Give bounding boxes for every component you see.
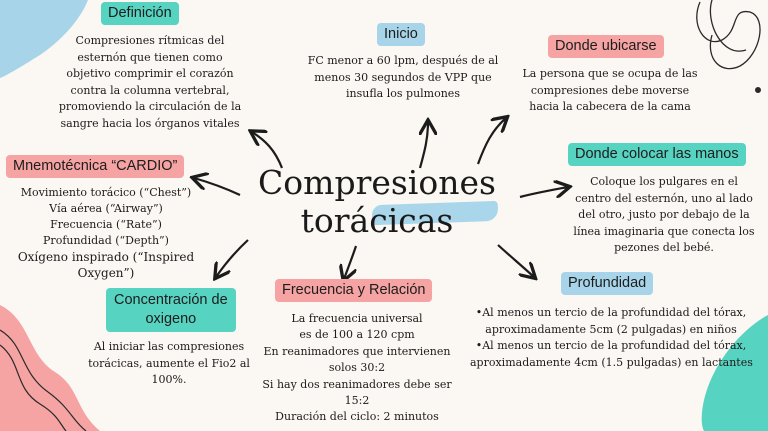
teal-blob-bottom-right [701, 315, 768, 431]
arrow-to-donde-manos [519, 187, 568, 197]
list-item: •Al menos un tercio de la profundidad de… [475, 339, 747, 353]
list-item: La frecuencia universal [291, 312, 423, 325]
list-item: Profundidad (“Depth”) [43, 234, 169, 247]
scribble-line-bottom-left [0, 329, 87, 431]
concentracion-label: Concentración de oxigeno [106, 288, 236, 332]
inicio-label: Inicio [377, 23, 425, 46]
donde-manos-text: Coloque los pulgares en el centro del es… [573, 175, 755, 255]
list-item: •Al menos un tercio de la profundidad de… [475, 306, 747, 319]
list-item: Movimiento torácico (“Chest”) [20, 186, 192, 199]
concentracion-label-line2: oxigeno [145, 311, 197, 327]
blue-blob-top-left [0, 0, 88, 78]
profundidad-list: •Al menos un tercio de la profundidad de… [470, 305, 753, 371]
scribble-line-bottom-left-2 [0, 344, 67, 431]
list-item: aproximadamente 5cm (2 pulgadas) en niño… [485, 322, 737, 336]
list-item: Oxygen”) [77, 266, 135, 280]
pink-wave-bottom-left [0, 305, 100, 431]
list-item: Frecuencia (“Rate”) [50, 218, 162, 231]
mnemotecnica-label: Mnemotécnica “CARDIO” [6, 155, 185, 178]
central-title: Compresiones torácicas [254, 164, 500, 240]
donde-manos-label: Donde colocar las manos [568, 143, 746, 166]
list-item: solos 30:2 [328, 361, 386, 375]
donde-ubicarse-text: La persona que se ocupa de las compresio… [522, 67, 698, 114]
arrow-to-inicio [418, 122, 428, 169]
arrow-to-concentracion [216, 239, 249, 277]
definicion-label: Definición [101, 2, 179, 25]
list-item: Oxígeno inspirado (“Inspired [17, 250, 195, 264]
mnemotecnica-list: Movimiento torácico (“Chest”) Vía aérea … [8, 185, 204, 281]
list-item: aproximadamente 4cm (1.5 pulgadas) en la… [470, 355, 753, 369]
list-item: 15:2 [344, 394, 370, 408]
frecuencia-label: Frecuencia y Relación [275, 279, 433, 302]
concentracion-label-line1: Concentración de [114, 292, 228, 308]
dot [755, 87, 761, 93]
list-item: es de 100 a 120 cpm [299, 328, 415, 342]
arrow-to-definicion [252, 132, 284, 169]
list-item: Duración del ciclo: 2 minutos [275, 410, 439, 424]
arrow-to-donde-ubicarse [476, 118, 506, 165]
scribble-top-right [696, 0, 761, 70]
title-line-1: Compresiones [258, 163, 496, 202]
inicio-text: FC menor a 60 lpm, después de al menos 3… [307, 54, 499, 101]
definicion-text: Compresiones rítmicas del esternón que t… [58, 34, 242, 130]
arrow-to-frecuencia [344, 245, 358, 279]
donde-ubicarse-label: Donde ubicarse [548, 35, 664, 58]
list-item: Vía aérea (“Airway”) [49, 202, 163, 215]
profundidad-label: Profundidad [561, 272, 654, 295]
list-item: Si hay dos reanimadores debe ser [262, 377, 452, 391]
arrow-to-profundidad [497, 244, 534, 277]
title-line-2: torácicas [300, 201, 454, 240]
list-item: En reanimadores que intervienen [263, 344, 451, 358]
frecuencia-list: La frecuencia universal es de 100 a 120 … [252, 311, 462, 426]
concentracion-text: Al iniciar las compresiones torácicas, a… [88, 340, 250, 387]
arrow-to-mnemotecnica [194, 178, 241, 196]
